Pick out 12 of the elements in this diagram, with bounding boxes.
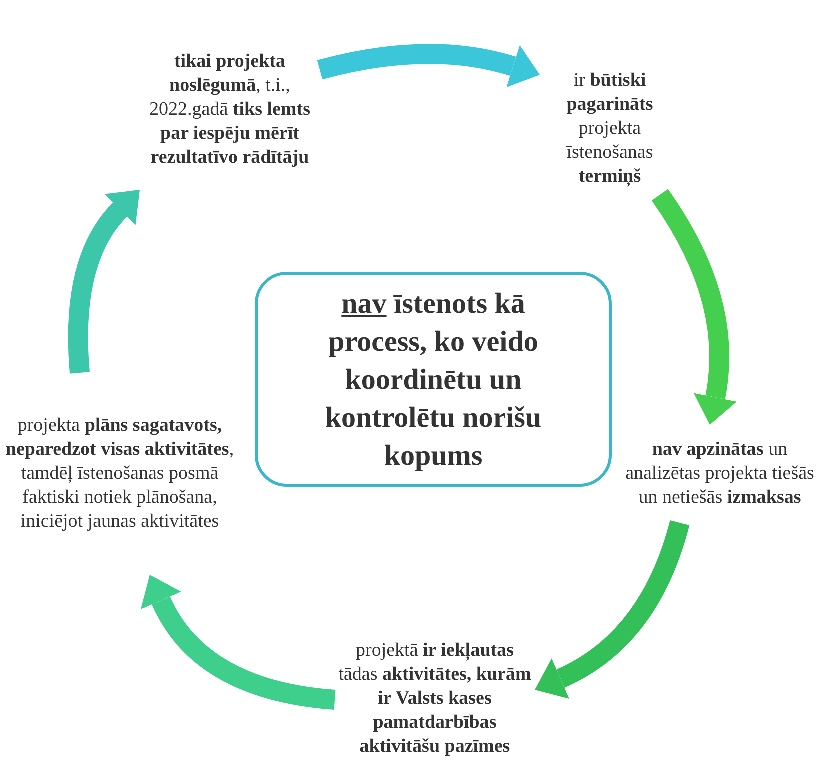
curved-arrow (535, 520, 690, 699)
statement-text: ir būtiski pagarināts projekta īstenošanas termiņš (566, 68, 654, 188)
statement-text: projekta plāns sagatavots, neparedzot visas aktivitātes, tamdēļ īstenošanas posmā faktiski notiek plānošana, iniciējot jaunas aktivitātes (4, 414, 236, 534)
rounded-box (255, 272, 612, 487)
statement-text: projektā ir iekļautas tādas aktivitātes, kurām ir Valsts kases pamatdarbības aktivitāšu pazīmes (338, 639, 532, 759)
curved-arrow (318, 44, 540, 88)
curved-arrow (652, 189, 738, 426)
statement-text: nav īstenots kā process, ko veido koordinētu un kontrolētu norišu kopums (324, 286, 543, 474)
curved-arrow (68, 189, 139, 374)
curved-arrow (141, 576, 336, 710)
statement-text: nav apzinātas un analizētas projekta tiešās un netiešās izmaksas (625, 438, 815, 510)
statement-text: tikai projekta noslēgumā, t.i., 2022.gadā tiks lemts par iespēju mērīt rezultatīvo rādītāju (148, 50, 312, 170)
